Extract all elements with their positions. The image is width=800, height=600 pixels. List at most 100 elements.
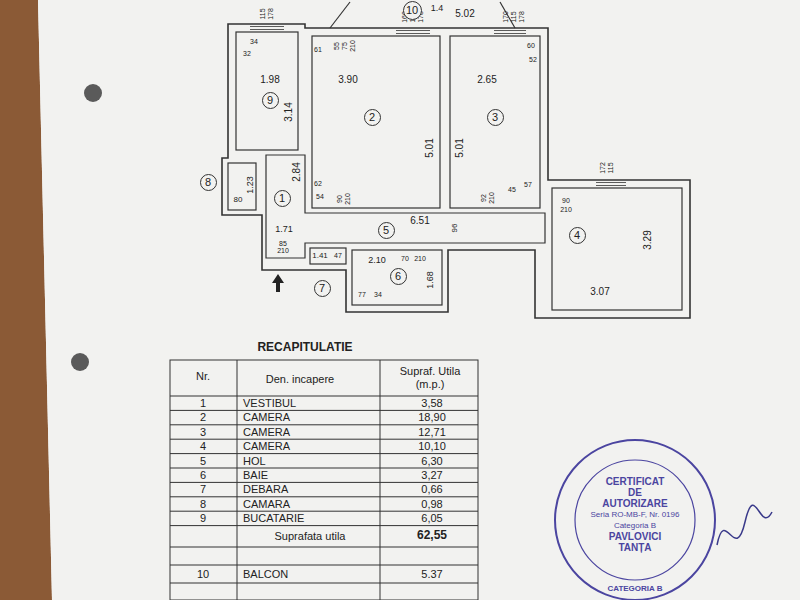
label-holder: 45 [508,186,516,194]
dimension-label: 1.41 [312,251,328,260]
dimension-label: 178 [518,11,525,23]
dimension-label: 2.84 [291,162,302,181]
label-holder: 5.02 [455,8,474,20]
label-holder: 5.37 [421,568,442,581]
table-cell: 18,90 [418,411,446,423]
label-holder: 32 [243,50,251,58]
dimension-label: 210 [560,206,572,213]
dimension-label: 34 [250,38,258,45]
dimension-label: 2.65 [477,74,496,85]
room-wall [552,188,682,310]
room-number: 6 [390,268,407,285]
table-cell: 6,05 [421,512,442,524]
balcony-wall [330,2,350,28]
room-number: 8 [200,174,217,191]
entrance-arrow [272,274,284,292]
dimension-label: 55 [333,42,340,50]
dimension-label: 178 [267,8,274,20]
dimension-label: 90 [562,197,570,204]
table-cell: 10,10 [418,440,446,452]
label-holder: 210 [277,247,289,255]
label-holder: 210 [349,40,357,52]
label-holder: 3 [200,425,206,438]
walls [222,2,690,318]
title-holder: RECAPITULATIE [257,341,352,355]
label-holder: Den. incapere [266,373,335,386]
dimension-label: 210 [277,247,289,254]
dimension-label: 210 [414,255,426,262]
dimension-label: 5.01 [424,138,435,157]
label-holder: 3,27 [421,469,442,482]
outer-wall [222,24,690,318]
label-holder: 170 [502,11,510,23]
dimension-label: 115 [607,162,614,173]
label-holder: 1.4 [431,3,444,13]
label-holder: CAMERA [243,440,290,453]
label-holder: 7 [200,483,206,496]
dimension-label: 61 [314,46,322,53]
label-holder: 96 [450,224,459,233]
label-holder: 1.98 [260,74,279,86]
label-holder: 115 [607,162,615,173]
room-number-text: 10 [406,5,418,16]
room-number-text: 6 [395,271,401,282]
dimension-label: 80 [234,195,243,204]
dimension-label: 115 [259,8,266,19]
label-holder: 6 [200,469,206,482]
table-cell: 5.37 [421,568,442,580]
label-holder: 12,71 [418,425,446,438]
table-cell: 3,58 [421,397,442,409]
punch-hole [71,353,89,371]
room-wall [266,155,545,258]
label-holder: 115 [510,11,518,22]
dimension-label: 92 [480,194,487,202]
room-wall [236,32,298,150]
label-holder: 62,55 [417,529,447,543]
label-holder: 5.01 [424,138,436,157]
table-header: Den. incapere [266,373,335,385]
table-cell: 7 [200,483,206,495]
label-holder: CAMERA [243,411,290,424]
dimension-label: 45 [508,186,516,193]
paper-sheet [38,0,800,600]
certification-stamp: CERTIFICATDEAUTORIZARESeria RO-MB-F, Nr.… [555,440,715,600]
room-number-text: 2 [369,112,375,123]
stamp-text: AUTORIZARE [602,498,667,509]
label-holder: 1 [200,397,206,410]
stamp-text: CERTIFICAT [606,476,665,487]
dimension-label: 70 [401,255,409,262]
label-holder: 92 [480,194,488,202]
dimension-label: 3.07 [590,286,609,297]
dimension-label: 1.68 [425,271,435,289]
dimension-label: 34 [374,291,382,298]
label-holder: Nr. [196,370,210,383]
window [250,27,626,186]
label-holder: 3,58 [421,397,442,410]
label-holder: 210 [488,192,496,204]
table-cell: 12,71 [418,425,446,437]
room-number-text: 5 [383,225,389,236]
dimension-label: 3.90 [338,74,357,85]
table-cell: BUCATARIE [243,512,304,524]
label-holder: Supraf. Utila (m.p.) [388,365,472,390]
stamp-text: CATEGORIA B [607,583,662,594]
label-holder: 2.10 [368,255,386,265]
dimension-label: 1.23 [245,176,255,194]
table-title: RECAPITULATIE [257,340,352,354]
label-holder: 10,10 [418,440,446,453]
dimension-label: 1.4 [431,3,444,13]
table-cell: 3 [200,425,206,437]
table-cell: Suprafata utila [275,530,346,542]
label-holder: 1.41 [312,251,328,260]
label-holder: 2 [200,411,206,424]
label-holder: 10 [197,568,209,581]
label-holder: 1.71 [275,224,293,234]
table-cell: 1 [200,397,206,409]
room-number-text: 1 [279,193,285,204]
label-holder: 178 [267,8,275,20]
label-holder: 210 [560,206,572,214]
room-number: 1 [274,190,291,207]
table-header: Supraf. Utila (m.p.) [400,365,461,390]
label-holder: 1.68 [425,271,435,289]
label-holder: 60 [527,42,535,50]
